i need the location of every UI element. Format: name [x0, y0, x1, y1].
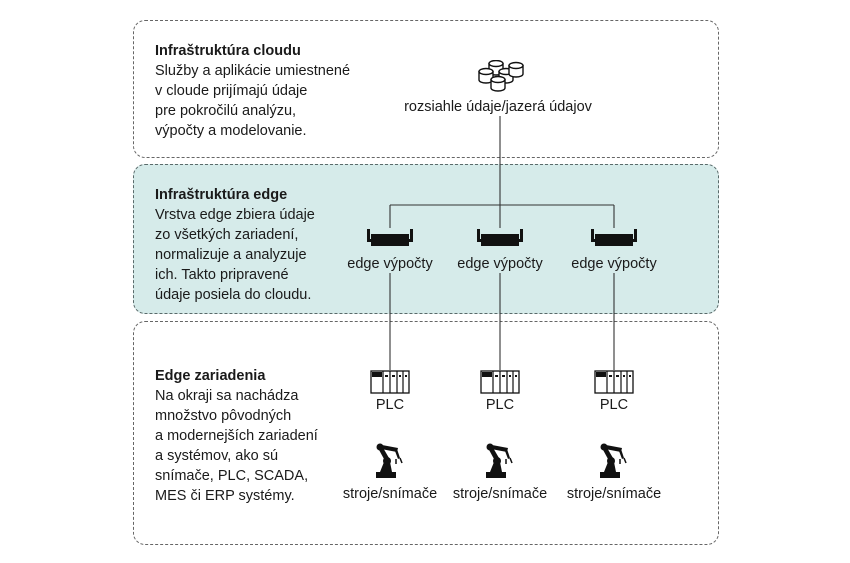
database-cluster-icon [478, 60, 524, 92]
cloud-layer-title: Infraštruktúra cloudu [155, 43, 301, 59]
machines-label: stroje/snímače [566, 486, 662, 502]
plc-label: PLC [375, 397, 405, 413]
devices-layer [133, 321, 719, 545]
edge-layer-text: Infraštruktúra edge Vrstva edge zbiera ú… [155, 185, 315, 305]
cloud-layer-text: Infraštruktúra cloudu Služby a aplikácie… [155, 41, 350, 141]
datalake-label: rozsiahle údaje/jazerá údajov [404, 99, 592, 115]
plc-label: PLC [485, 397, 515, 413]
cloud-layer [133, 20, 719, 158]
plc-rack-icon [480, 370, 520, 394]
robot-arm-icon [486, 443, 513, 478]
robot-arm-icon [600, 443, 627, 478]
edge-compute-label: edge výpočty [571, 256, 657, 272]
plc-rack-icon [594, 370, 634, 394]
robot-arm-icon [376, 443, 403, 478]
devices-layer-text: Edge zariadenia Na okraji sa nachádza mn… [155, 366, 318, 506]
server-tray-icon [367, 229, 413, 246]
devices-layer-description: Na okraji sa nachádza množstvo pôvodných… [155, 388, 318, 504]
edge-compute-label: edge výpočty [347, 256, 433, 272]
server-tray-icon [591, 229, 637, 246]
cloud-layer-description: Služby a aplikácie umiestnené v cloude p… [155, 63, 351, 139]
edge-layer-description: Vrstva edge zbiera údaje zo všetkých zar… [155, 207, 315, 303]
plc-rack-icon [370, 370, 410, 394]
machines-label: stroje/snímače [452, 486, 548, 502]
machines-label: stroje/snímače [342, 486, 438, 502]
plc-label: PLC [599, 397, 629, 413]
devices-layer-title: Edge zariadenia [155, 368, 266, 384]
edge-compute-label: edge výpočty [457, 256, 543, 272]
edge-layer-title: Infraštruktúra edge [155, 187, 288, 203]
server-tray-icon [477, 229, 523, 246]
